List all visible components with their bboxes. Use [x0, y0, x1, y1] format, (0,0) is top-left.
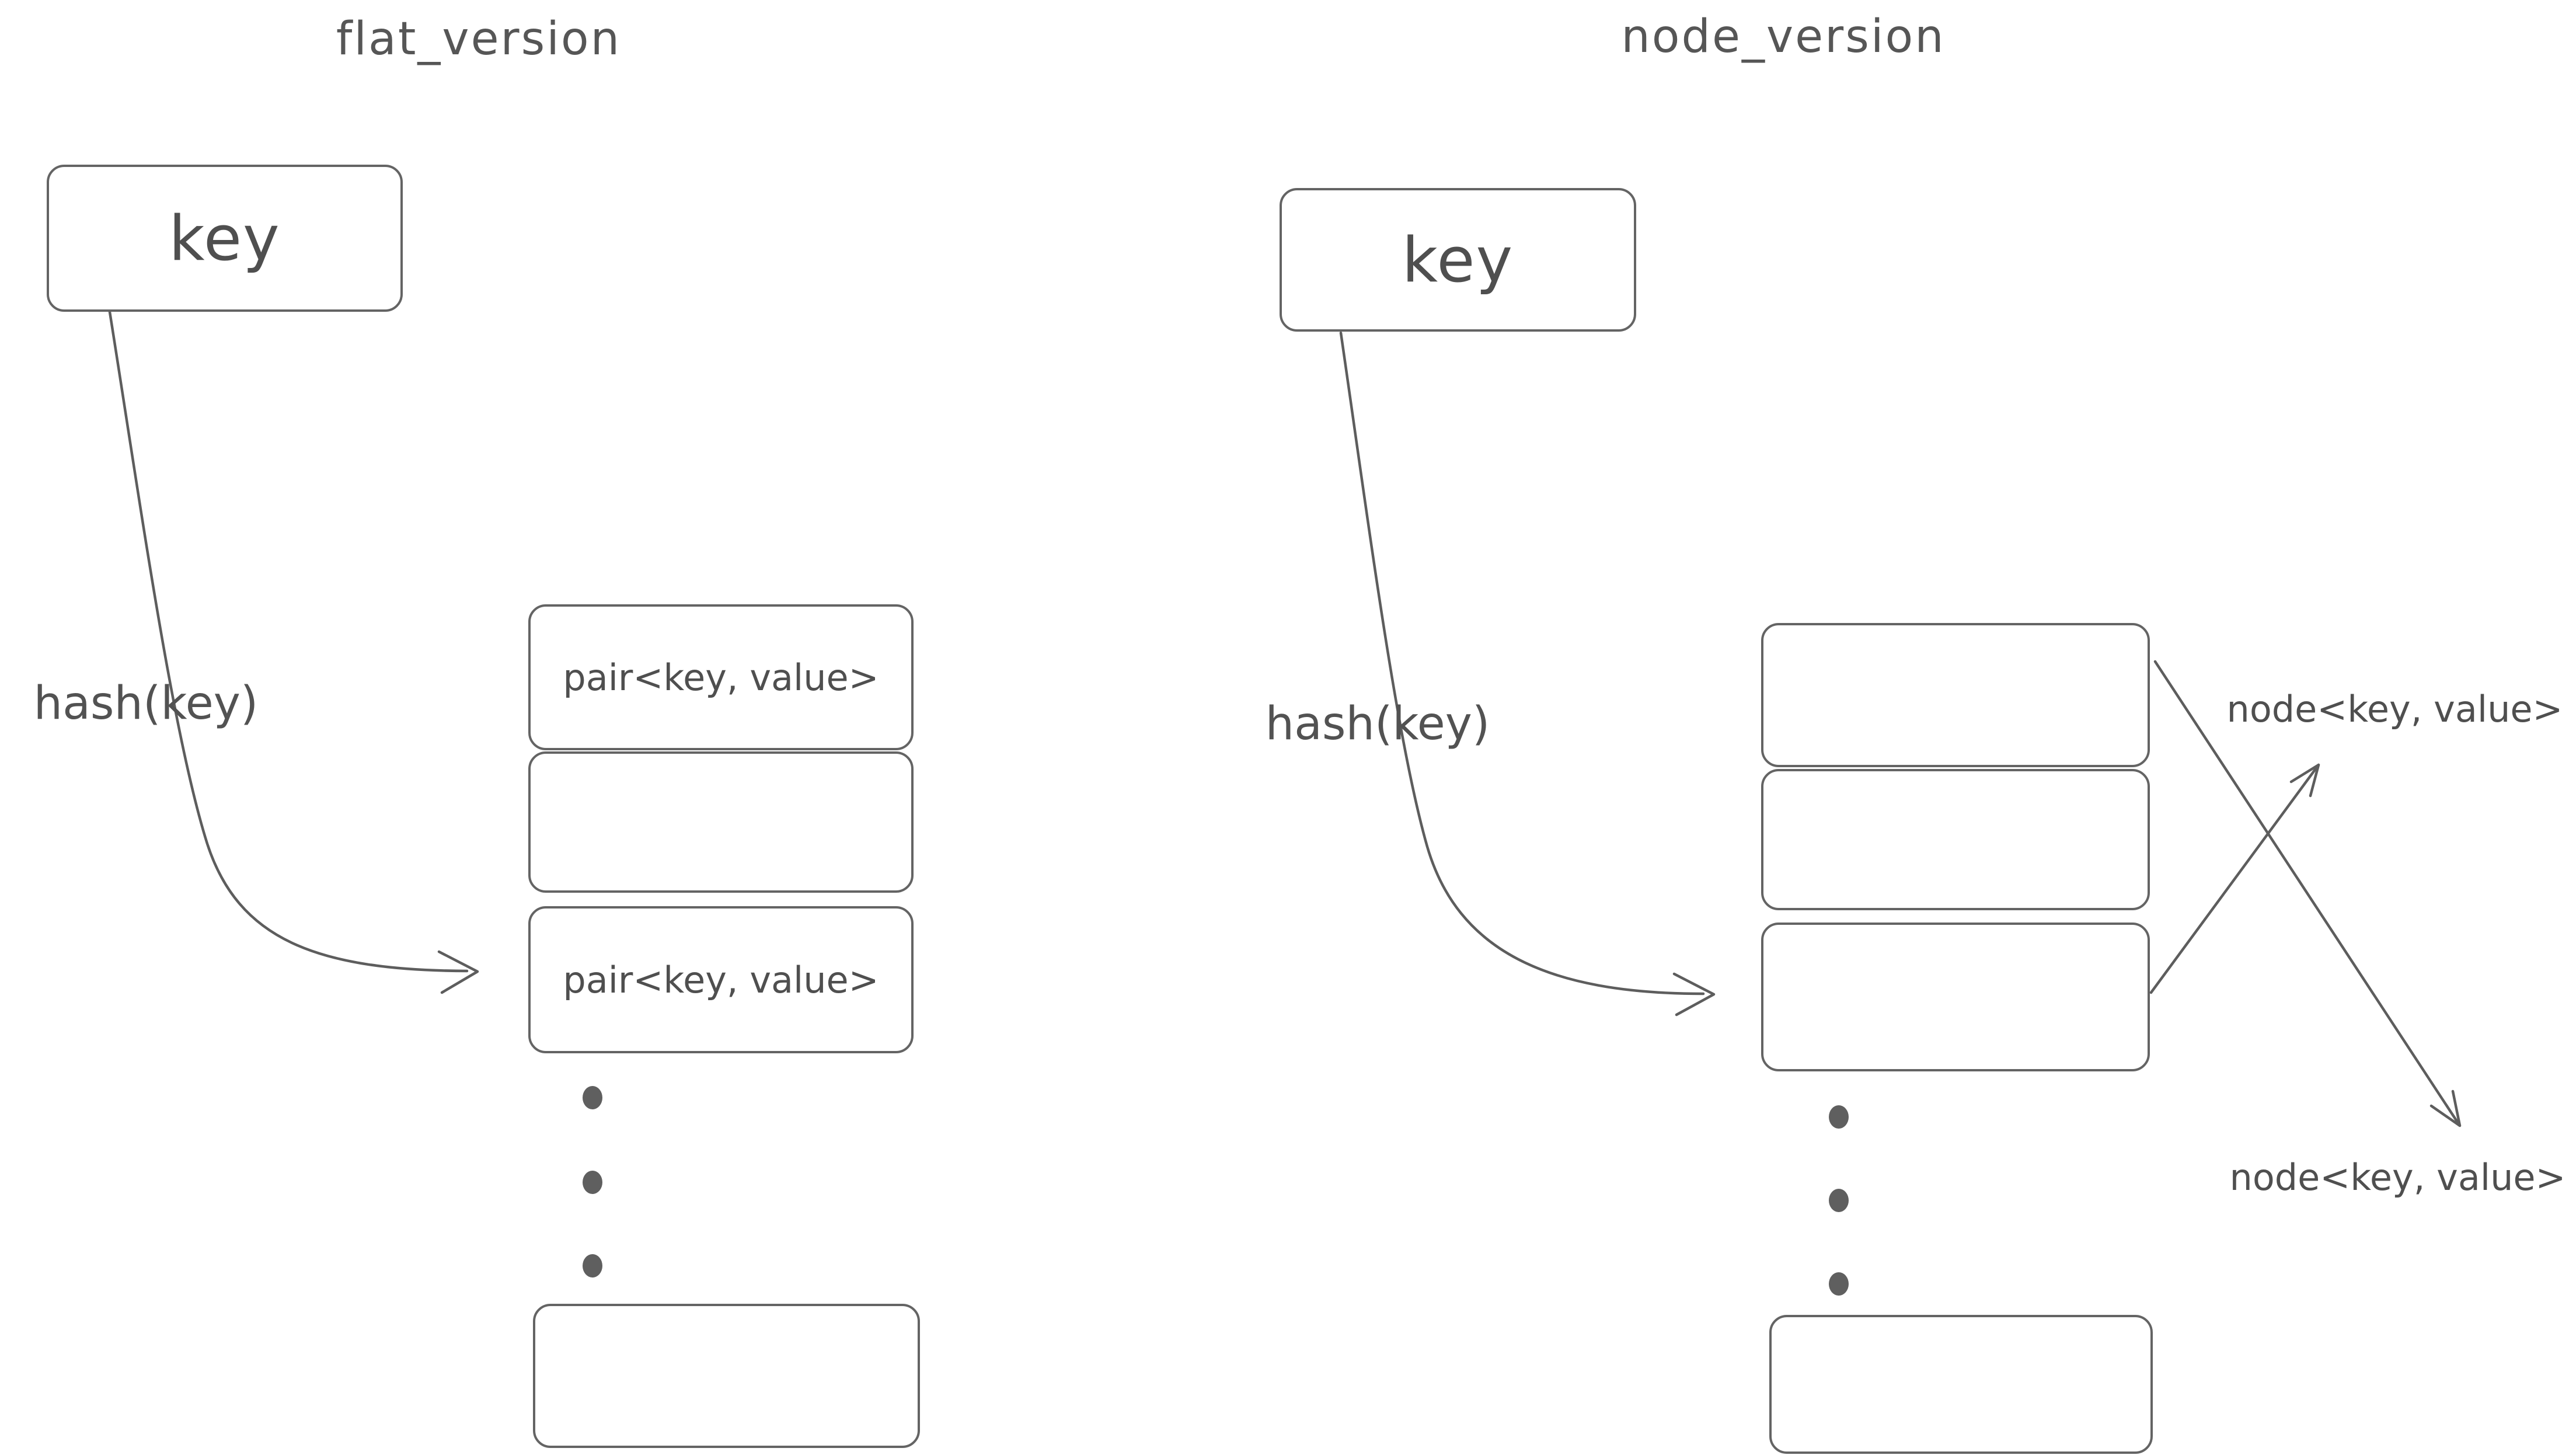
node-hash-arrowhead	[1672, 972, 1716, 1017]
pointer-bottombucket-to-toplabel	[2149, 763, 2320, 994]
flat-section-title: flat_version	[336, 13, 622, 65]
node-bucket-cell-0	[1761, 623, 2150, 767]
flat-ellipsis-dot	[583, 1254, 602, 1278]
node-pointer-label-top: node<key, value>	[2226, 688, 2563, 730]
node-key-box: key	[1280, 188, 1636, 332]
flat-bucket-cell-label: pair<key, value>	[563, 656, 879, 699]
pointer-topbucket-to-bottomlabel	[2153, 660, 2460, 1126]
flat-ellipsis-dot	[583, 1171, 602, 1194]
flat-ellipsis-dot	[583, 1086, 602, 1109]
pointer-topbucket-to-bottomlabel-arrowhead	[2429, 1089, 2462, 1127]
node-ellipsis-dot	[1829, 1105, 1849, 1129]
node-bucket-cell-1	[1761, 769, 2150, 910]
flat-bucket-cell-label: pair<key, value>	[563, 958, 879, 1001]
flat-bucket-cell-0: pair<key, value>	[528, 604, 914, 750]
node-key-label: key	[1402, 224, 1514, 296]
node-pointer-label-bottom: node<key, value>	[2229, 1156, 2566, 1199]
flat-bucket-cell-1	[528, 751, 914, 893]
flat-hash-arrowhead	[437, 950, 479, 994]
flat-hash-label: hash(key)	[33, 677, 259, 730]
node-ellipsis-dot	[1829, 1272, 1849, 1296]
flat-hash-arrow	[107, 307, 469, 973]
flat-key-label: key	[169, 202, 281, 274]
node-tail-cell	[1769, 1315, 2153, 1454]
node-bucket-cell-2	[1761, 923, 2150, 1071]
node-section-title: node_version	[1621, 11, 1946, 63]
node-hash-label: hash(key)	[1265, 698, 1490, 750]
node-hash-arrow	[1339, 331, 1705, 995]
flat-key-box: key	[47, 165, 403, 312]
pointer-bottombucket-to-toplabel-arrowhead	[2289, 763, 2320, 798]
node-ellipsis-dot	[1829, 1189, 1849, 1212]
flat-tail-cell	[533, 1304, 920, 1448]
flat-bucket-cell-2: pair<key, value>	[528, 906, 914, 1053]
